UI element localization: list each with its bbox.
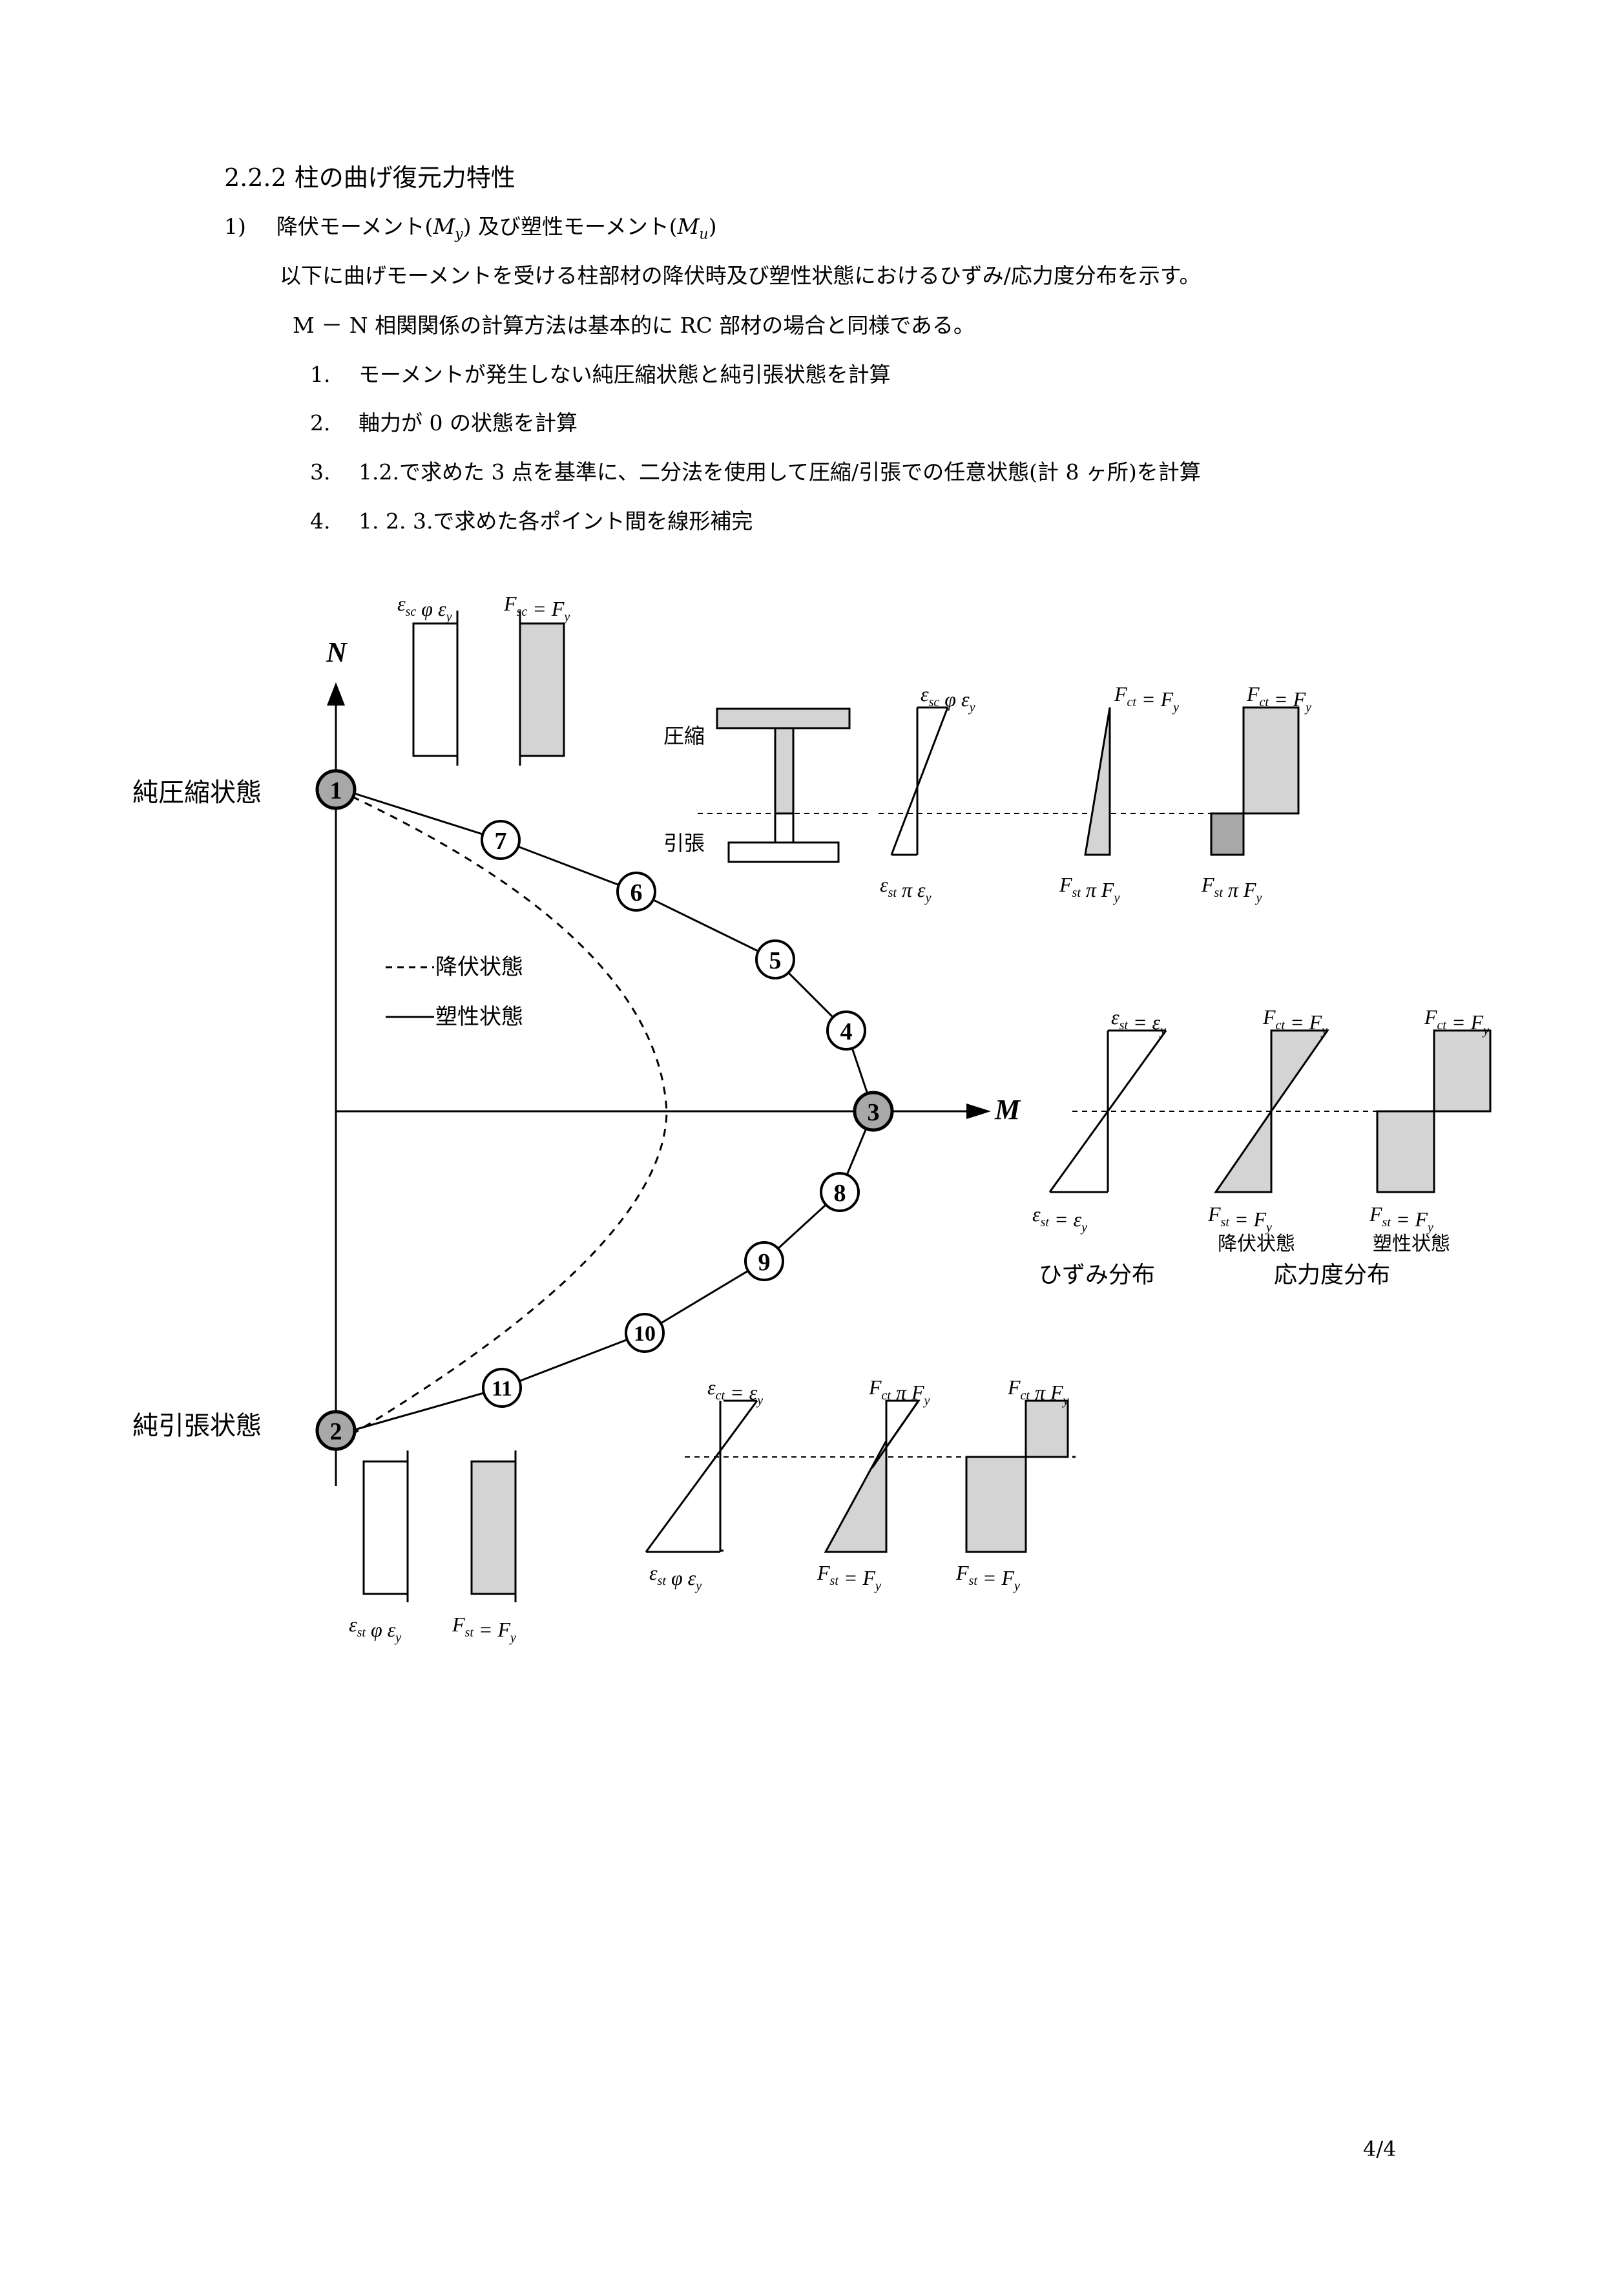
point-4: 4 <box>826 1010 866 1051</box>
step-4-text: 1. 2. 3.で求めた各ポイント間を線形補完 <box>359 508 753 534</box>
intro-paragraph: 以下に曲げモーメントを受ける柱部材の降伏時及び塑性状態におけるひずみ/応力度分布… <box>280 263 1201 288</box>
legend-plastic-label: 塑性状態 <box>435 1005 523 1029</box>
point-10-label: 10 <box>634 1322 656 1346</box>
formula-t2: Fst = Fy <box>452 1613 516 1645</box>
point-7-label: 7 <box>495 828 507 855</box>
n-axis-arrow <box>327 682 345 706</box>
formula-c1: εsc φ εy <box>397 592 452 624</box>
formula-m5: Fst = Fy <box>1207 1202 1272 1235</box>
bending-plastic-stress-diagram <box>1376 1029 1492 1193</box>
yield-state-curve <box>351 795 668 1436</box>
formula-l5: Fst = Fy <box>817 1561 881 1593</box>
item-1-heading: 1) 降伏モーメント(My) 及び塑性モーメント(Mu) <box>224 216 716 242</box>
point-7: 7 <box>481 820 521 860</box>
yield-state-caption: 降伏状態 <box>1218 1233 1295 1255</box>
formula-b5: Fst π Fy <box>1059 873 1119 905</box>
bending-strain-diagram <box>1048 1029 1167 1193</box>
symbol-mu: M <box>677 214 700 239</box>
point-4-label: 4 <box>840 1018 853 1045</box>
point-6: 6 <box>616 872 656 912</box>
method-note: M － N 相関関係の計算方法は基本的に RC 部材の場合と同様である。 <box>293 313 975 338</box>
formula-b6: Fst π Fy <box>1201 873 1262 905</box>
symbol-my: M <box>433 214 455 239</box>
step-2-number: 2. <box>310 410 331 435</box>
step-3-number: 3. <box>310 459 331 485</box>
formula-m3: Fct = Fy <box>1424 1005 1489 1038</box>
formula-l1: εct = εy <box>707 1376 763 1408</box>
strain-distribution-caption: ひずみ分布 <box>1039 1262 1155 1288</box>
m-axis-arrow <box>966 1104 991 1119</box>
point-5: 5 <box>755 939 795 979</box>
section-plastic-stress-diagram <box>1210 706 1300 856</box>
item-1-label-a: 降伏モーメント( <box>276 214 433 239</box>
point-2: 2 <box>315 1410 357 1451</box>
point-8: 8 <box>820 1172 860 1212</box>
formula-b2: Fct = Fy <box>1114 682 1179 715</box>
tension-stress-diagram <box>470 1450 517 1602</box>
symbol-my-sub: y <box>455 226 463 243</box>
section-yield-stress-diagram <box>1084 707 1111 856</box>
point-3: 3 <box>853 1091 894 1132</box>
formula-m6: Fst = Fy <box>1369 1202 1433 1235</box>
page-number: 4/4 <box>1363 2137 1397 2161</box>
item-1-number: 1) <box>224 214 246 239</box>
formula-l6: Fst = Fy <box>955 1561 1020 1593</box>
pure-tension-label: 純引張状態 <box>132 1411 262 1440</box>
point-9: 9 <box>744 1241 784 1281</box>
point-11: 11 <box>482 1368 522 1408</box>
item-1-mid: ) 及び塑性モーメント( <box>463 214 678 239</box>
formula-b3: Fct = Fy <box>1246 682 1311 715</box>
point-11-label: 11 <box>492 1377 512 1401</box>
point-6-label: 6 <box>630 879 643 906</box>
point-3-label: 3 <box>868 1099 880 1126</box>
point-1-label: 1 <box>330 777 342 804</box>
step-1-text: モーメントが発生しない純圧縮状態と純引張状態を計算 <box>359 362 891 387</box>
legend-yield-label: 降伏状態 <box>435 955 523 979</box>
formula-l2: Fct π Fy <box>868 1376 930 1408</box>
section-title: 2.2.2 柱の曲げ復元力特性 <box>224 163 515 192</box>
i-section-diagram <box>698 707 872 863</box>
point-9-label: 9 <box>758 1249 771 1276</box>
n-axis-label: N <box>326 636 348 668</box>
item-1-close: ) <box>708 214 717 239</box>
point-5-label: 5 <box>769 947 782 974</box>
plastic-state-caption: 塑性状態 <box>1373 1233 1450 1255</box>
formula-l4: εst φ εy <box>649 1561 702 1593</box>
pure-compression-label: 純圧縮状態 <box>132 778 262 807</box>
section-strain-diagram <box>890 706 949 856</box>
formula-b1: εsc φ εy <box>921 682 975 715</box>
formula-m2: Fct = Fy <box>1262 1005 1327 1038</box>
point-2-label: 2 <box>330 1418 342 1445</box>
compression-stress-diagram <box>519 611 565 766</box>
formula-b4: εst π εy <box>880 873 932 905</box>
lower-strain-diagram <box>645 1399 758 1553</box>
tension-strain-diagram <box>362 1450 409 1602</box>
symbol-mu-sub: u <box>699 226 709 243</box>
stress-distribution-caption: 応力度分布 <box>1274 1262 1390 1288</box>
lower-plastic-stress-diagram <box>965 1399 1069 1553</box>
formula-labels: εsc φ εy Fsc = Fy εsc φ εy Fct = Fy Fct = Fy… <box>349 592 1489 1645</box>
step-1-number: 1. <box>310 362 331 387</box>
formula-l3: Fct π Fy <box>1007 1376 1069 1408</box>
point-8-label: 8 <box>834 1180 846 1207</box>
formula-m1: εst = εy <box>1111 1005 1166 1038</box>
m-axis-label: M <box>994 1094 1021 1125</box>
step-3-text: 1.2.で求めた 3 点を基準に、二分法を使用して圧縮/引張での任意状態(計 8… <box>359 459 1201 485</box>
point-1: 1 <box>315 769 357 810</box>
compression-zone-label: 圧縮 <box>663 724 705 748</box>
point-10: 10 <box>625 1313 665 1353</box>
formula-c2: Fsc = Fy <box>503 592 570 624</box>
formula-t1: εst φ εy <box>349 1613 401 1645</box>
bending-yield-stress-diagram <box>1214 1029 1329 1193</box>
step-4-number: 4. <box>310 508 331 534</box>
mn-interaction-figure: N M 純圧縮状態 純引張状態 降伏状態 塑性状態 1 2 3 4 5 6 7 … <box>132 592 1492 1645</box>
step-2-text: 軸力が 0 の状態を計算 <box>359 410 578 435</box>
formula-m4: εst = εy <box>1032 1202 1087 1235</box>
compression-strain-diagram <box>412 611 459 766</box>
tension-zone-label: 引張 <box>663 832 705 855</box>
lower-yield-stress-diagram <box>824 1399 921 1553</box>
